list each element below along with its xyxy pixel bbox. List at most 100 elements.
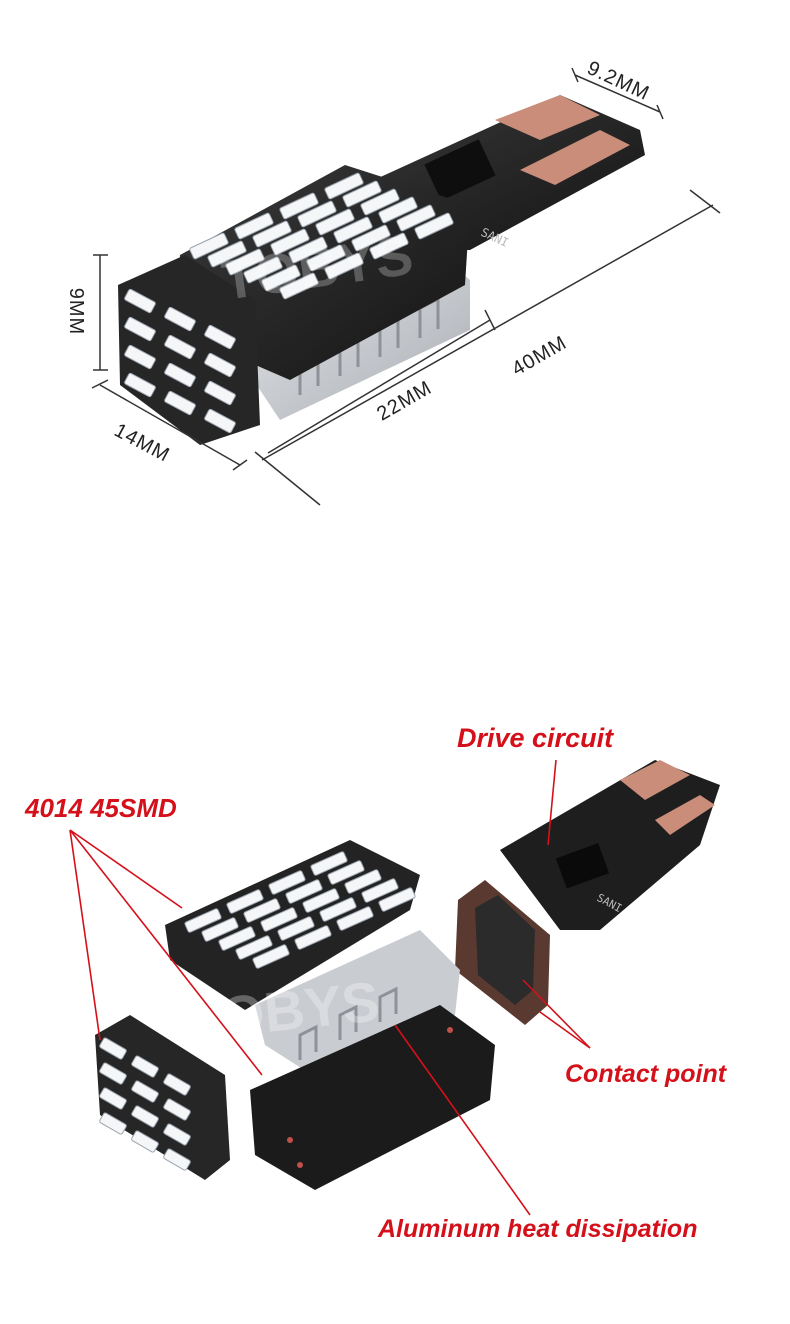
- led-chip: [131, 1105, 159, 1128]
- driver-chip: [555, 843, 610, 889]
- dimension-lines: [91, 67, 721, 506]
- led-chip: [124, 372, 156, 398]
- leader-led-top: [69, 829, 183, 909]
- led-chip: [378, 196, 418, 224]
- contact-pad: [520, 130, 630, 185]
- led-chip: [319, 897, 357, 922]
- led-chip: [164, 306, 196, 332]
- drive-circuit-part: SANI: [500, 760, 720, 930]
- bulb-assembled-drawing: SANI TOBYS: [91, 67, 721, 506]
- exploded-heat-sink: [255, 930, 460, 1080]
- led-chip: [163, 1148, 191, 1171]
- leader-drive-circuit: [547, 759, 557, 846]
- led-chip: [396, 204, 436, 232]
- led-chip: [378, 887, 416, 912]
- led-chip: [360, 188, 400, 216]
- led-chip: [279, 192, 319, 220]
- dim-label-height: 9MM: [65, 287, 88, 336]
- dim-line-total-length: [261, 204, 714, 461]
- led-chip: [164, 390, 196, 416]
- led-chip: [235, 935, 273, 960]
- led-chip: [333, 216, 373, 244]
- led-chip: [201, 917, 239, 942]
- led-chip: [351, 224, 391, 252]
- dimension-panel: SANI TOBYS: [0, 0, 790, 560]
- callout-leaders: [69, 759, 591, 1216]
- led-chip: [414, 212, 454, 240]
- front-led-board: [118, 255, 260, 445]
- led-chip: [260, 907, 298, 932]
- led-chip: [234, 212, 274, 240]
- leader-contact-point-2: [539, 1011, 591, 1049]
- bottom-pcb-part: [250, 1005, 495, 1190]
- led-chip: [297, 200, 337, 228]
- leader-heat-sink: [394, 1024, 531, 1216]
- led-chip: [261, 264, 301, 292]
- dim-line-body-length: [267, 319, 491, 454]
- led-chip: [270, 228, 310, 256]
- contact-pad: [655, 795, 715, 835]
- led-chip: [204, 324, 236, 350]
- bulb-exploded-drawing: SANI TOBYS: [69, 759, 720, 1216]
- led-chip: [288, 236, 328, 264]
- led-chip: [243, 898, 281, 923]
- led-chip: [204, 380, 236, 406]
- led-chip: [294, 925, 332, 950]
- contact-pad: [495, 95, 600, 140]
- led-chip: [336, 906, 374, 931]
- callout-heat-sink: Aluminum heat dissipation: [378, 1215, 698, 1243]
- led-chip: [279, 272, 319, 300]
- led-chip: [361, 878, 399, 903]
- led-chip: [163, 1073, 191, 1096]
- led-chip: [268, 870, 306, 895]
- exploded-top-led-board: [165, 840, 420, 1010]
- dim-line-contact-width: [574, 74, 661, 113]
- led-chip: [342, 180, 382, 208]
- led-chip: [310, 851, 348, 876]
- callout-led-type: 4014 45SMD: [25, 793, 177, 823]
- led-chip: [344, 869, 382, 894]
- led-chip: [124, 316, 156, 342]
- led-chip: [189, 232, 229, 260]
- led-chip: [184, 908, 222, 933]
- led-chip: [324, 172, 364, 200]
- contact-ring-part: [455, 880, 550, 1025]
- led-chip: [99, 1037, 127, 1060]
- contact-pad: [620, 760, 690, 800]
- led-chip: [131, 1130, 159, 1153]
- led-chip: [131, 1055, 159, 1078]
- led-chip: [164, 362, 196, 388]
- top-led-grid: [189, 172, 454, 300]
- led-chip: [277, 916, 315, 941]
- led-chip: [124, 344, 156, 370]
- exploded-top-led-grid: [184, 851, 416, 969]
- led-chip: [315, 208, 355, 236]
- led-chip: [306, 244, 346, 272]
- callout-drive-circuit: Drive circuit: [457, 723, 614, 753]
- led-chip: [207, 240, 247, 268]
- led-chip: [204, 352, 236, 378]
- led-chip: [204, 408, 236, 434]
- led-chip: [163, 1123, 191, 1146]
- led-chip: [163, 1098, 191, 1121]
- led-chip: [369, 232, 409, 260]
- callout-contact-point: Contact point: [565, 1060, 727, 1088]
- led-chip: [99, 1062, 127, 1085]
- led-chip: [302, 888, 340, 913]
- led-chip: [243, 256, 283, 284]
- exploded-panel: SANI TOBYS: [0, 660, 790, 1324]
- led-chip: [226, 889, 264, 914]
- led-chip: [225, 248, 265, 276]
- leader-led-front: [69, 829, 101, 1041]
- driver-chip: [424, 139, 496, 201]
- front-led-grid: [124, 288, 236, 434]
- exploded-front-led-board: [95, 1015, 230, 1180]
- exploded-front-led-grid: [99, 1037, 191, 1171]
- led-chip: [131, 1080, 159, 1103]
- dim-line-width: [99, 384, 241, 466]
- led-chip: [327, 860, 365, 885]
- leader-contact-point-1: [522, 979, 591, 1049]
- led-chip: [324, 252, 364, 280]
- led-chip: [252, 944, 290, 969]
- led-chip: [252, 220, 292, 248]
